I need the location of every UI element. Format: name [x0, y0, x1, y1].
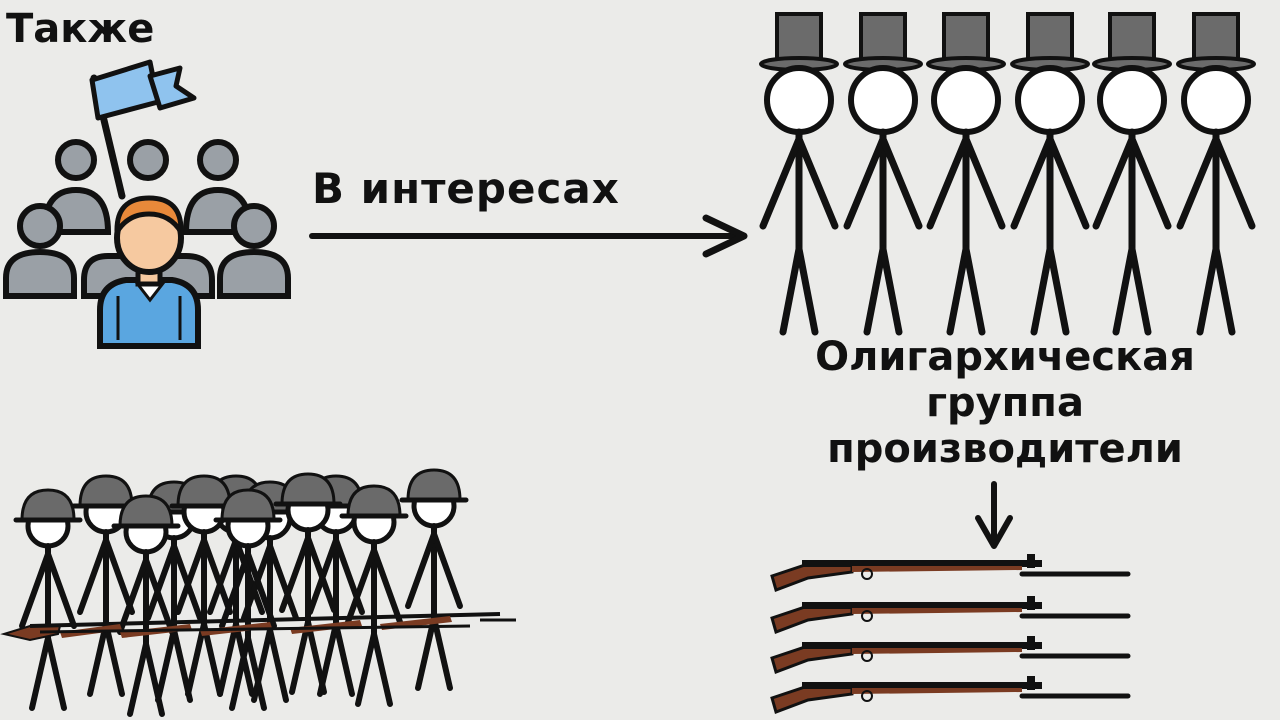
group-label-line-1: Олигархическая: [815, 334, 1195, 380]
top-hat-stick-figure-icon: [1094, 14, 1170, 332]
oligarchic-group-label: Олигархическая группа производители: [740, 334, 1270, 472]
top-hat-stick-figure-icon: [928, 14, 1004, 332]
helmet-soldier-stick-figure-icon: [16, 490, 80, 708]
also-label: Также: [6, 6, 155, 52]
down-arrow-icon: [975, 481, 1013, 549]
rifle-icon: [772, 676, 1128, 712]
rifle-icon: [772, 636, 1128, 672]
group-label-line-2: группа: [926, 380, 1084, 426]
top-hat-stick-figure-icon: [845, 14, 921, 332]
soldier-crowd: [0, 470, 516, 714]
leader-figure: [97, 195, 201, 349]
rifle-stack: [772, 554, 1128, 712]
top-hat-stick-figure-icon: [1178, 14, 1254, 332]
rifle-icon: [772, 554, 1128, 590]
oligarch-group: [761, 14, 1254, 332]
crowd-with-leader-icon: [3, 59, 291, 349]
in-interests-label: В интересах: [312, 164, 620, 213]
rifle-icon: [772, 596, 1128, 632]
helmet-soldier-stick-figure-icon: [402, 470, 466, 688]
flag-icon: [89, 59, 197, 200]
top-hat-stick-figure-icon: [1012, 14, 1088, 332]
arrow-icon: [309, 214, 748, 258]
top-hat-stick-figure-icon: [761, 14, 837, 332]
group-label-line-3: производители: [827, 426, 1183, 472]
